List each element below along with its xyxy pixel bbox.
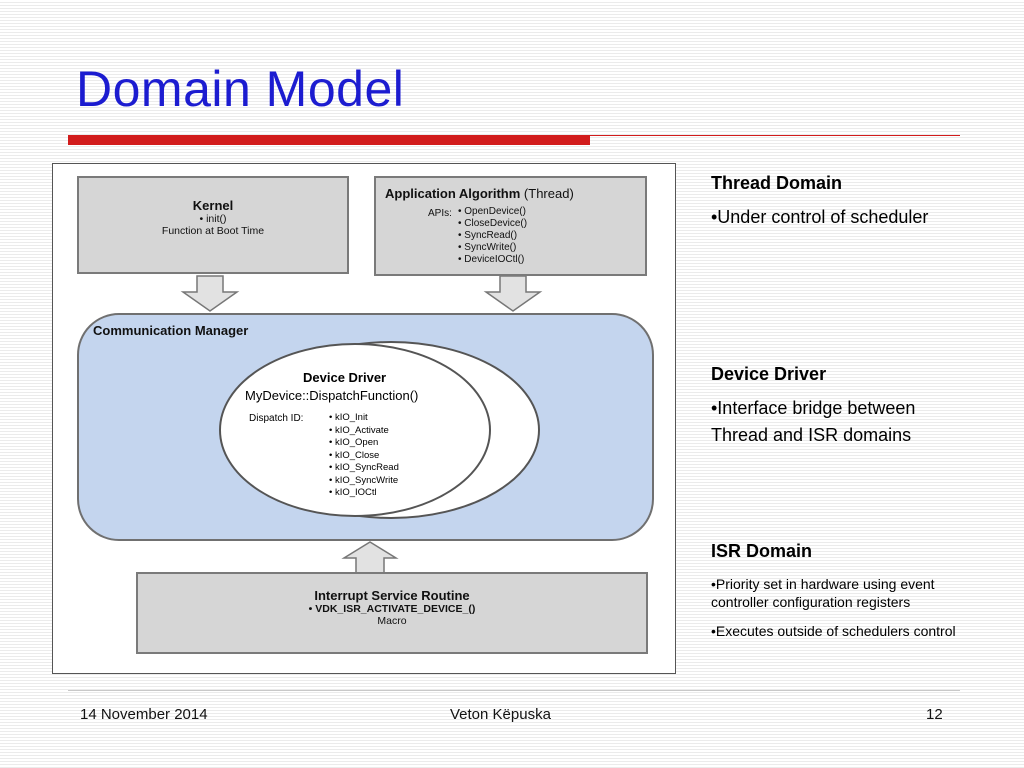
kernel-line-1: • init() xyxy=(199,213,227,225)
dispatch-id-item: • kIO_Close xyxy=(329,449,380,461)
dispatch-id-item: • kIO_Activate xyxy=(329,424,389,436)
dispatch-function: MyDevice::DispatchFunction() xyxy=(245,388,419,403)
dispatch-id-item: • kIO_SyncWrite xyxy=(329,474,399,486)
thread-domain-bullet: •Under control of scheduler xyxy=(711,207,929,227)
apis-label: APIs: xyxy=(428,208,452,219)
dispatch-id-item: • kIO_Init xyxy=(329,412,368,423)
device-driver-heading: Device Driver xyxy=(711,364,827,384)
communication-manager-label: Communication Manager xyxy=(93,323,249,338)
isr-domain-heading: ISR Domain xyxy=(711,541,813,561)
api-item: • OpenDevice() xyxy=(458,206,526,217)
application-title-suffix: (Thread) xyxy=(523,186,574,201)
footer-page-number: 12 xyxy=(926,706,943,723)
driver-front-ellipse xyxy=(219,343,491,517)
thread-domain-heading: Thread Domain xyxy=(711,173,843,193)
device-driver-title: Device Driver xyxy=(303,370,387,385)
dispatch-id-item: • kIO_IOCtl xyxy=(329,487,377,498)
notes-device-driver: Device Driver •Interface bridge between … xyxy=(711,364,971,449)
isr-domain-bullet-1: •Priority set in hardware using event co… xyxy=(711,576,935,610)
kernel-line-2: Function at Boot Time xyxy=(161,225,265,237)
footer-date: 14 November 2014 xyxy=(80,706,208,723)
isr-domain-bullet-2: •Executes outside of schedulers control xyxy=(711,623,956,639)
kernel-title: Kernel xyxy=(192,198,234,213)
api-item: • SyncWrite() xyxy=(458,242,517,253)
isr-title: Interrupt Service Routine xyxy=(314,588,470,603)
isr-line-1: • VDK_ISR_ACTIVATE_DEVICE_() xyxy=(308,603,476,615)
interrupt-service-routine-box: Interrupt Service Routine • VDK_ISR_ACTI… xyxy=(136,572,648,654)
application-algorithm-box: Application Algorithm (Thread) APIs: • O… xyxy=(374,176,647,276)
notes-thread-domain: Thread Domain •Under control of schedule… xyxy=(711,173,971,231)
dispatch-id-item: • kIO_Open xyxy=(329,437,379,448)
isr-line-2: Macro xyxy=(377,615,407,627)
api-list: • OpenDevice() • CloseDevice() • SyncRea… xyxy=(458,206,527,266)
api-item: • SyncRead() xyxy=(458,230,518,241)
footer-divider xyxy=(68,690,960,691)
dispatch-id-label: Dispatch ID: xyxy=(249,413,304,424)
application-title-text: Application Algorithm xyxy=(385,186,521,201)
title-underline-thick xyxy=(68,135,590,145)
kernel-down-arrow xyxy=(180,275,240,312)
application-down-arrow xyxy=(483,275,543,312)
domain-model-diagram: Kernel • init() Function at Boot Time Ap… xyxy=(52,163,676,674)
diagram-connectors xyxy=(180,275,543,575)
device-driver-bullet: •Interface bridge between Thread and ISR… xyxy=(711,398,916,445)
title-underline-thin xyxy=(590,135,960,136)
dispatch-id-list: • kIO_Init • kIO_Activate • kIO_Open • k… xyxy=(329,412,399,500)
application-title: Application Algorithm (Thread) xyxy=(385,186,574,201)
dispatch-id-item: • kIO_SyncRead xyxy=(329,462,399,473)
device-driver-ellipses xyxy=(219,341,540,519)
api-item: • DeviceIOCtl() xyxy=(458,254,525,265)
footer-author: Veton Këpuska xyxy=(450,706,551,723)
slide-title: Domain Model xyxy=(76,61,405,117)
kernel-box: Kernel • init() Function at Boot Time xyxy=(77,176,349,274)
notes-isr-domain: ISR Domain •Priority set in hardware usi… xyxy=(711,541,966,640)
api-item: • CloseDevice() xyxy=(458,218,528,229)
